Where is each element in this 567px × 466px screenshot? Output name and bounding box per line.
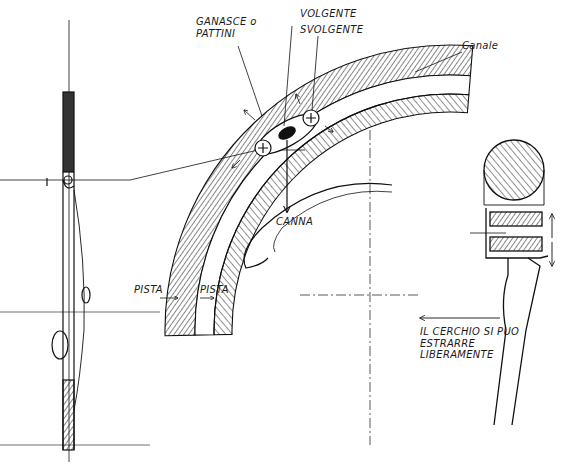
part-label: VOLGENTE xyxy=(300,8,370,20)
rim-band xyxy=(165,45,473,336)
rim-arcs xyxy=(165,45,473,336)
note-text: IL CERCHIO SI PUO ESTRARRE LIBERAMENTE xyxy=(420,326,526,361)
rim-band xyxy=(195,75,470,335)
part-label: GANASCE o PATTINI xyxy=(196,16,258,39)
part-label: PISTA xyxy=(134,284,174,296)
rim-band xyxy=(214,94,469,335)
front-view xyxy=(160,26,462,445)
cross-section xyxy=(420,140,552,425)
part-label: CANNA xyxy=(276,216,326,228)
part-label: SVOLGENTE xyxy=(300,24,378,36)
part-label: Canale xyxy=(462,40,522,52)
side-view xyxy=(0,20,258,462)
part-label: PISTA xyxy=(200,284,240,296)
